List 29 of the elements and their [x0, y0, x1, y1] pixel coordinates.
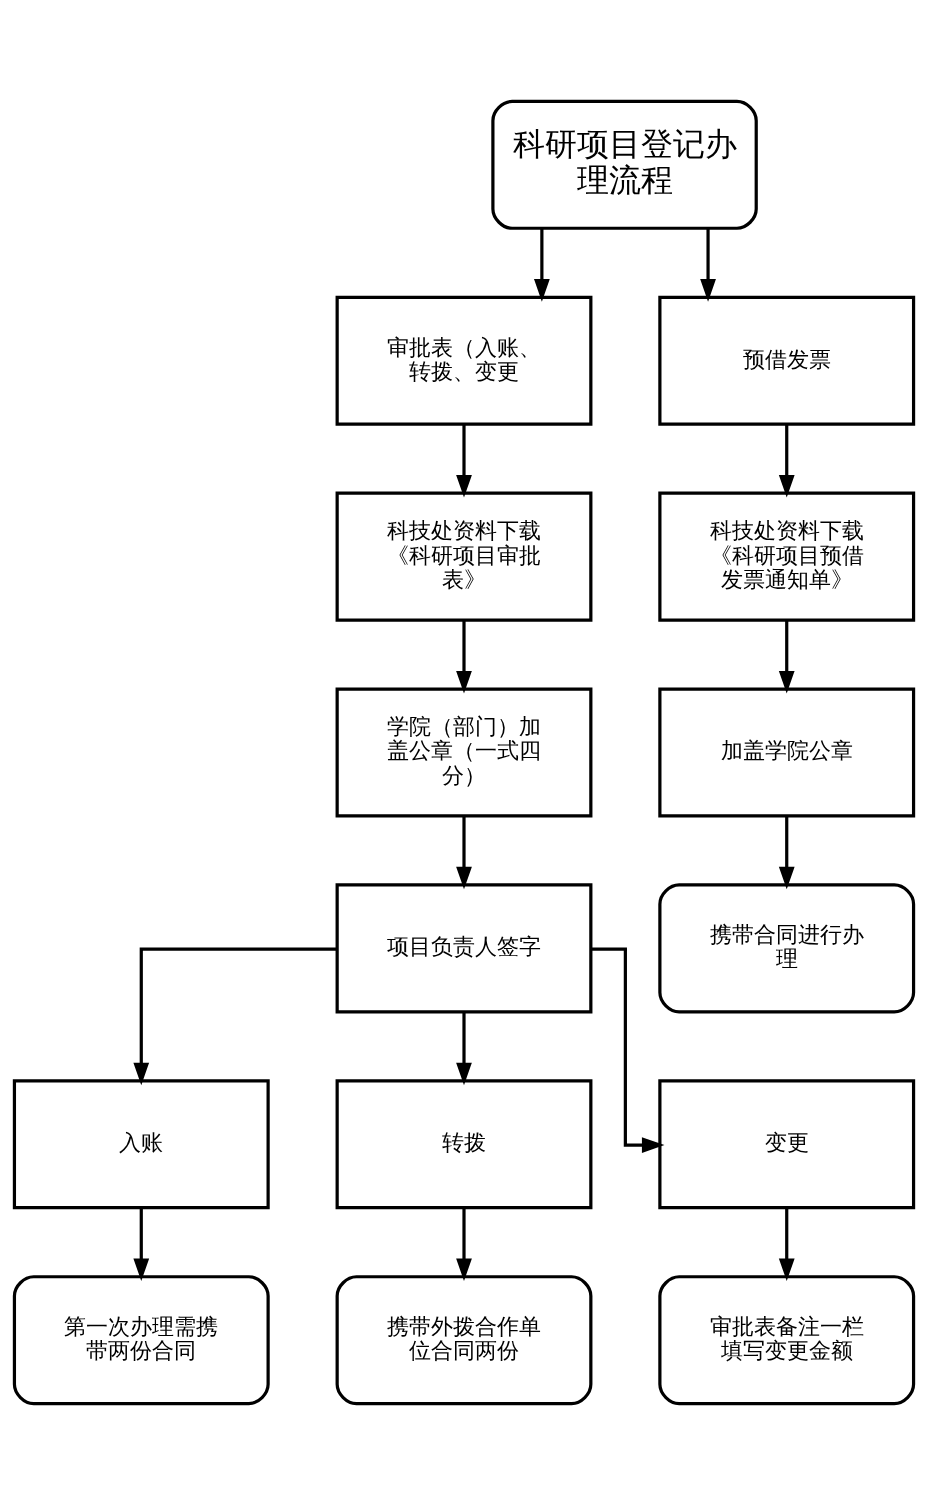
arrow	[778, 423, 795, 497]
node-box: 加盖学院公章	[658, 686, 916, 818]
node-box: 科技处资料下载《科研项目审批表》	[335, 491, 593, 622]
node-box: 变更	[658, 1078, 916, 1209]
arrow	[456, 423, 472, 497]
node-box: 预借发票	[658, 295, 916, 426]
node-box: 审批表备注一栏填写变更金额	[658, 1274, 916, 1405]
arrow	[778, 1207, 795, 1281]
arrow	[778, 815, 795, 889]
node-box: 项目负责人签字	[335, 882, 593, 1013]
node-box: 第一次办理需携带两份合同	[12, 1274, 270, 1405]
node-box: 审批表（入账、转拨、变更	[335, 295, 593, 426]
arrow	[456, 619, 472, 693]
arrow	[133, 1207, 150, 1281]
node-box: 携带合同进行办理	[658, 882, 916, 1013]
arrow	[778, 619, 795, 693]
arrow	[534, 227, 550, 302]
arrow	[456, 1011, 472, 1085]
arrow	[133, 947, 337, 1085]
node-box: 入账	[12, 1078, 270, 1209]
node-box: 学院（部门）加盖公章（一式四分）	[335, 686, 593, 818]
node-box: 科研项目登记办理流程	[491, 99, 758, 230]
arrow	[700, 227, 716, 302]
arrow	[456, 815, 472, 889]
node-box: 携带外拨合作单位合同两份	[335, 1274, 593, 1405]
node-box: 科技处资料下载《科研项目预借发票通知单》	[658, 491, 916, 622]
arrow	[591, 947, 665, 1153]
arrow	[456, 1207, 472, 1281]
node-box: 转拨	[335, 1078, 593, 1209]
